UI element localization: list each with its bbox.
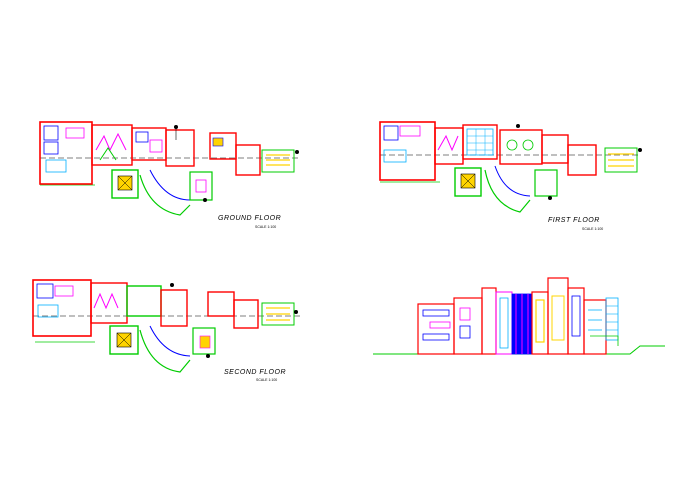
ground-floor-scale: SCALE 1:100 <box>255 225 276 229</box>
front-elevation <box>373 277 665 355</box>
ground-floor-title: GROUND FLOOR <box>218 215 281 222</box>
second-floor-title: SECOND FLOOR <box>224 369 286 376</box>
second-floor-plan: SECOND FLOOR SCALE 1:100 <box>32 279 300 382</box>
first-floor-scale: SCALE 1:100 <box>582 227 603 231</box>
second-floor-scale: SCALE 1:100 <box>256 378 277 382</box>
ground-floor-plan: GROUND FLOOR SCALE 1:100 <box>39 121 300 229</box>
first-floor-plan: FIRST FLOOR SCALE 1:100 <box>379 121 642 231</box>
first-floor-title: FIRST FLOOR <box>548 217 600 224</box>
